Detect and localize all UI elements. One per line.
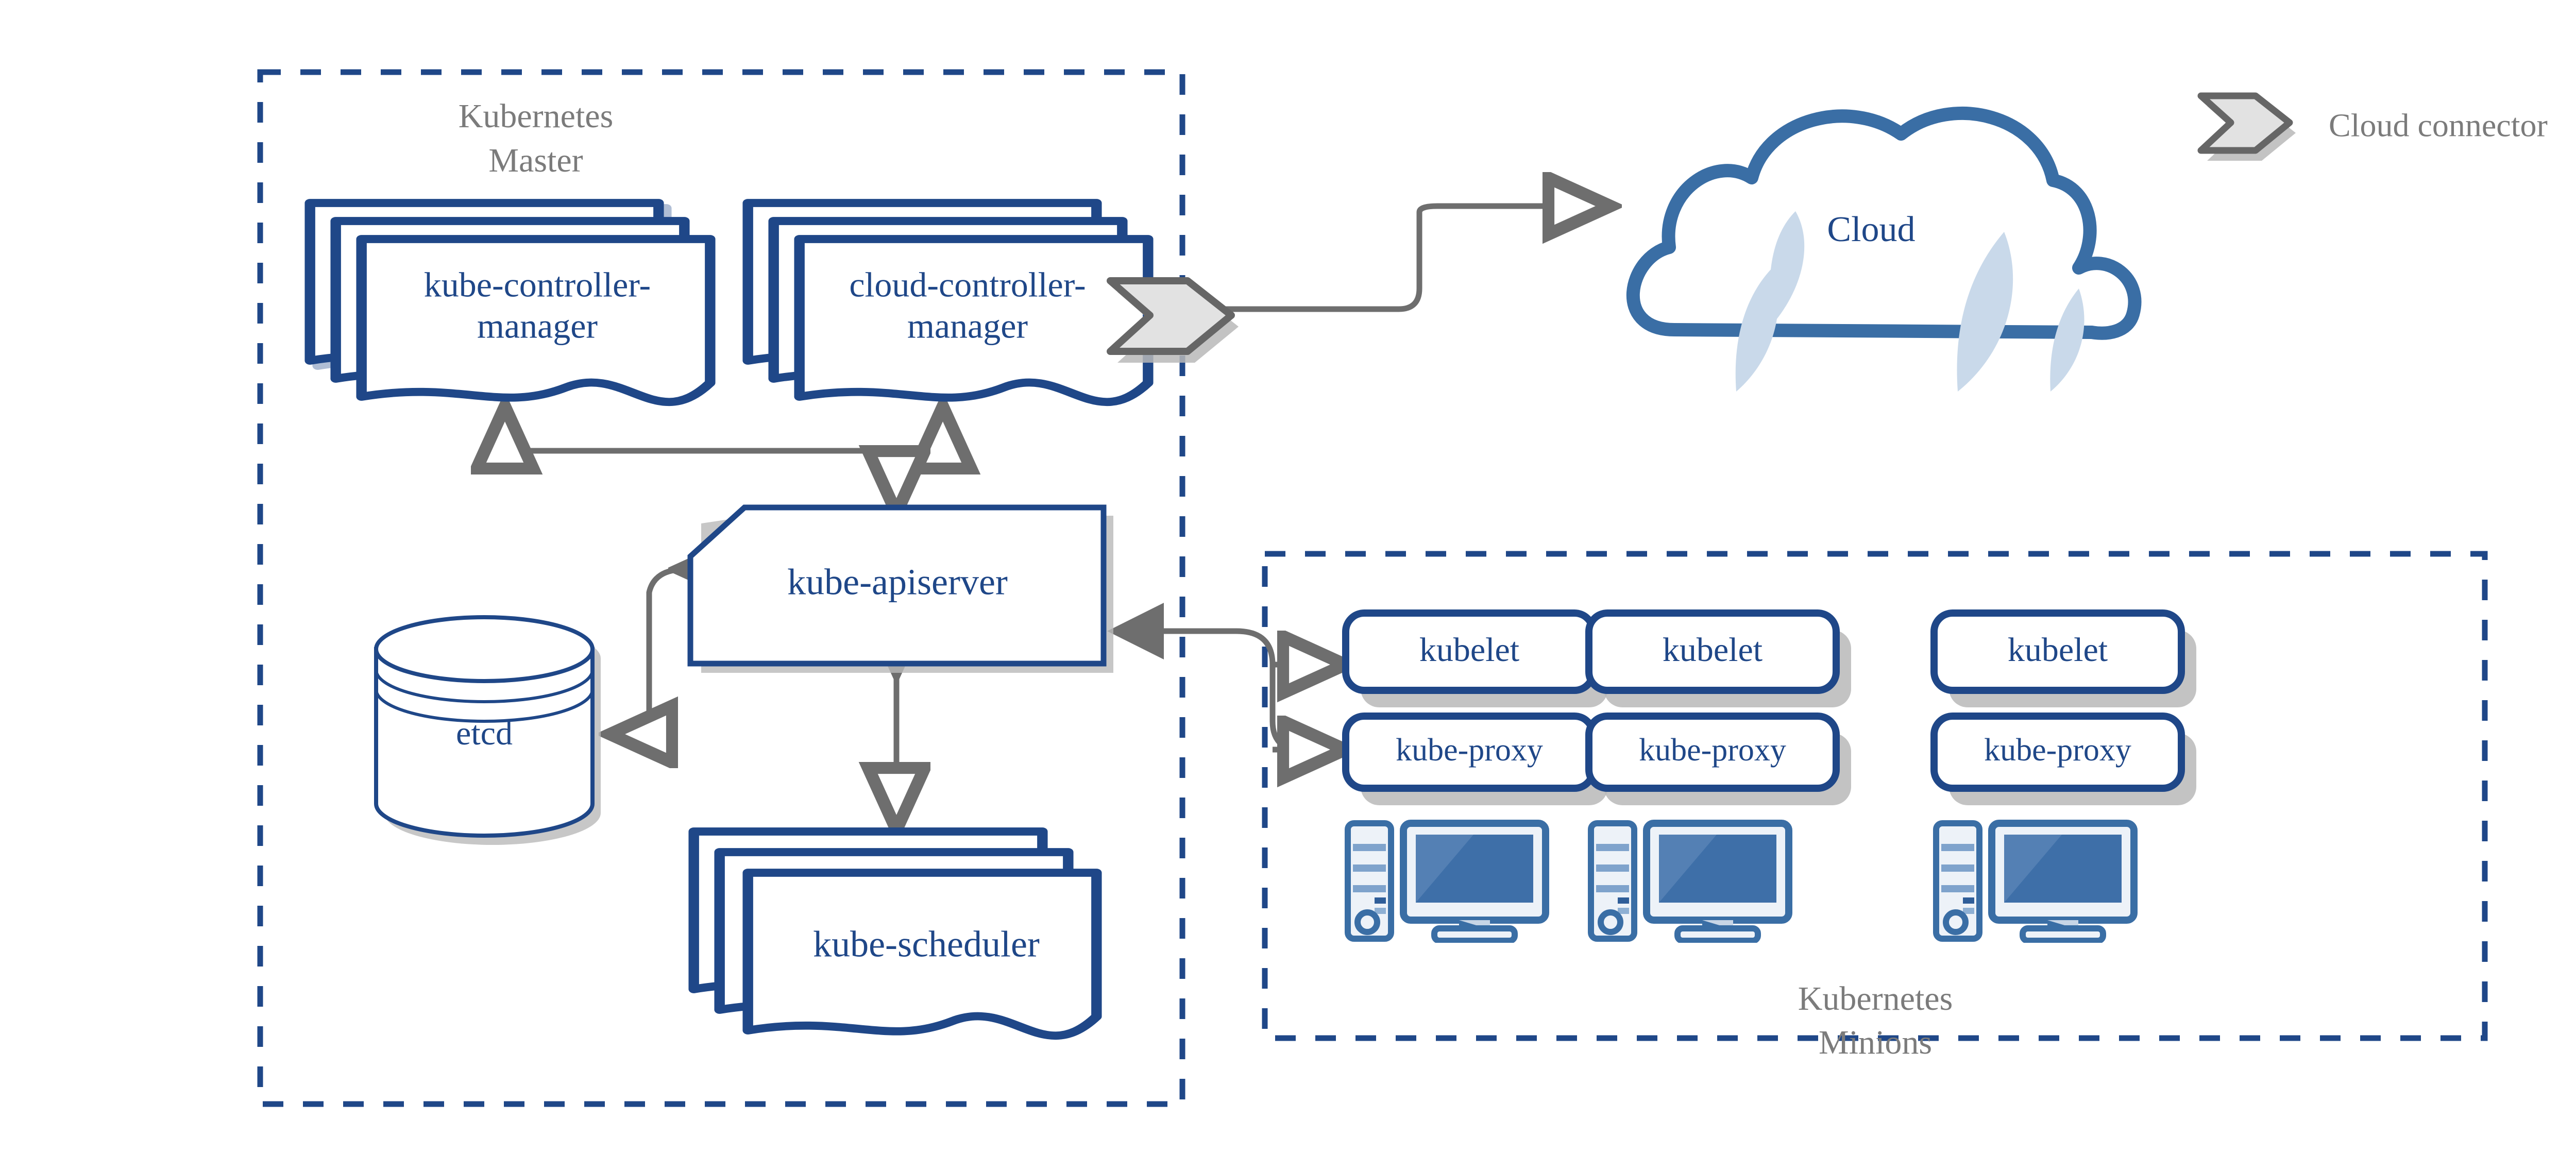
etcd-top bbox=[374, 615, 595, 683]
node-label-line2: manager bbox=[907, 307, 1028, 346]
computer-icon bbox=[1936, 823, 2134, 941]
node-label: kube-apiserver bbox=[787, 562, 1008, 603]
etcd-body bbox=[374, 647, 595, 838]
cloud-wisps bbox=[1735, 211, 2084, 392]
node-label: etcd bbox=[456, 715, 513, 752]
minions-group-label: Kubernetes Minions bbox=[1798, 980, 1953, 1061]
svg-text:Minions: Minions bbox=[1819, 1024, 1932, 1061]
node-label-line1: kube-controller- bbox=[424, 265, 651, 304]
node-etcd[interactable]: etcd bbox=[374, 615, 601, 845]
svg-text:Kubernetes: Kubernetes bbox=[459, 97, 614, 135]
connector-cloudconnector-to-cloud bbox=[1213, 206, 1605, 312]
computer-icon bbox=[1591, 823, 1789, 941]
minions-group-box bbox=[1262, 551, 2488, 1041]
apiserver-body bbox=[687, 504, 1107, 667]
svg-text:Master: Master bbox=[488, 142, 583, 179]
etcd-ring-1 bbox=[375, 669, 594, 703]
kubelet-label: kubelet bbox=[1663, 631, 1762, 669]
master-group-label: Kubernetes Master bbox=[459, 97, 614, 179]
chevron-connector-icon[interactable] bbox=[1107, 277, 1239, 363]
legend-chevron-body bbox=[2197, 92, 2293, 154]
node-label: kube-scheduler bbox=[813, 924, 1040, 965]
minion-node-3[interactable]: kubelet kube-proxy bbox=[1930, 609, 2196, 941]
connector-apiserver-etcd bbox=[616, 569, 685, 734]
connector-layer bbox=[505, 206, 1605, 824]
connector-branch-vertical bbox=[1236, 628, 1309, 755]
kubeproxy-label: kube-proxy bbox=[1984, 733, 2131, 768]
node-label-line1: cloud-controller- bbox=[849, 265, 1086, 304]
node-label-line2: manager bbox=[477, 307, 598, 346]
minion-node-1[interactable]: kubelet kube-proxy bbox=[1342, 609, 1608, 941]
kubelet-label: kubelet bbox=[1419, 631, 1519, 669]
node-cloud-controller-manager[interactable]: cloud-controller- manager bbox=[748, 203, 1148, 402]
chevron-body bbox=[1107, 277, 1235, 355]
node-kube-scheduler[interactable]: kube-scheduler bbox=[694, 832, 1097, 1036]
kubeproxy-box[interactable] bbox=[1585, 713, 1840, 792]
kubelet-box[interactable] bbox=[1585, 609, 1840, 694]
legend-label: Cloud connector bbox=[2329, 107, 2548, 144]
computer-icon bbox=[1348, 823, 1546, 941]
connector-apiserver-to-kube-controller-manager bbox=[505, 412, 900, 510]
kubelet-label: kubelet bbox=[2008, 631, 2108, 669]
node-kube-controller-manager[interactable]: kube-controller- manager bbox=[310, 203, 710, 402]
kubeproxy-label: kube-proxy bbox=[1396, 733, 1543, 768]
legend-chevron-icon bbox=[2197, 92, 2296, 161]
kubelet-box[interactable] bbox=[1930, 609, 2185, 694]
kubeproxy-box[interactable] bbox=[1930, 713, 2185, 792]
kubeproxy-label: kube-proxy bbox=[1639, 733, 1786, 768]
legend-cloud-connector: Cloud connector bbox=[2197, 92, 2548, 161]
minion-node-2[interactable]: kubelet kube-proxy bbox=[1585, 609, 1851, 941]
connector-apiserver-to-cloud-controller-manager bbox=[893, 412, 943, 510]
etcd-ring-2 bbox=[375, 689, 594, 723]
node-kube-apiserver[interactable]: kube-apiserver bbox=[687, 504, 1113, 673]
node-label: Cloud bbox=[1827, 210, 1915, 249]
node-cloud[interactable]: Cloud bbox=[1626, 107, 2142, 392]
master-group-box bbox=[257, 69, 1185, 1107]
svg-text:Kubernetes: Kubernetes bbox=[1798, 980, 1953, 1018]
